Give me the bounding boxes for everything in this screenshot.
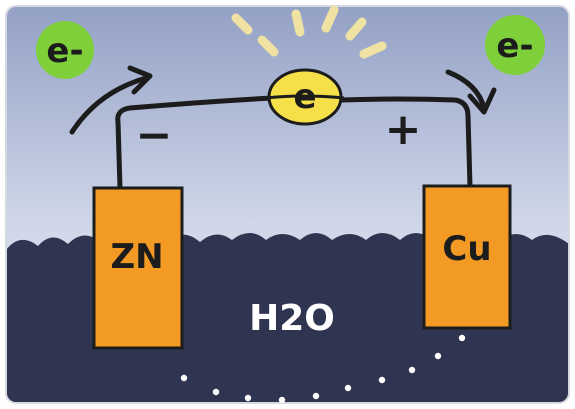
ion-path-dots [180,334,466,404]
water-label: H2O [249,298,335,339]
bulb-filament [265,94,345,100]
right-arrow-head-icon [467,87,497,115]
zinc-electrode [92,186,184,350]
zinc-electrode-label: ZN [110,237,163,277]
frame-border [5,5,570,404]
electron-left-icon [36,21,94,79]
left-flow-arrow [69,75,149,135]
copper-electrode-label: Cu [442,229,491,269]
negative-terminal-sign: − [136,110,173,161]
electron-right-label: e- [496,26,533,66]
left-arrow-head-icon [127,65,153,95]
positive-terminal-sign: + [385,104,422,155]
copper-electrode [422,184,512,330]
wire [115,95,473,191]
electron-right-icon [485,15,545,75]
electron-left-label: e- [46,31,83,71]
bulb-electron-label: e [293,77,316,117]
light-rays [231,5,387,59]
right-flow-arrow [445,69,487,111]
